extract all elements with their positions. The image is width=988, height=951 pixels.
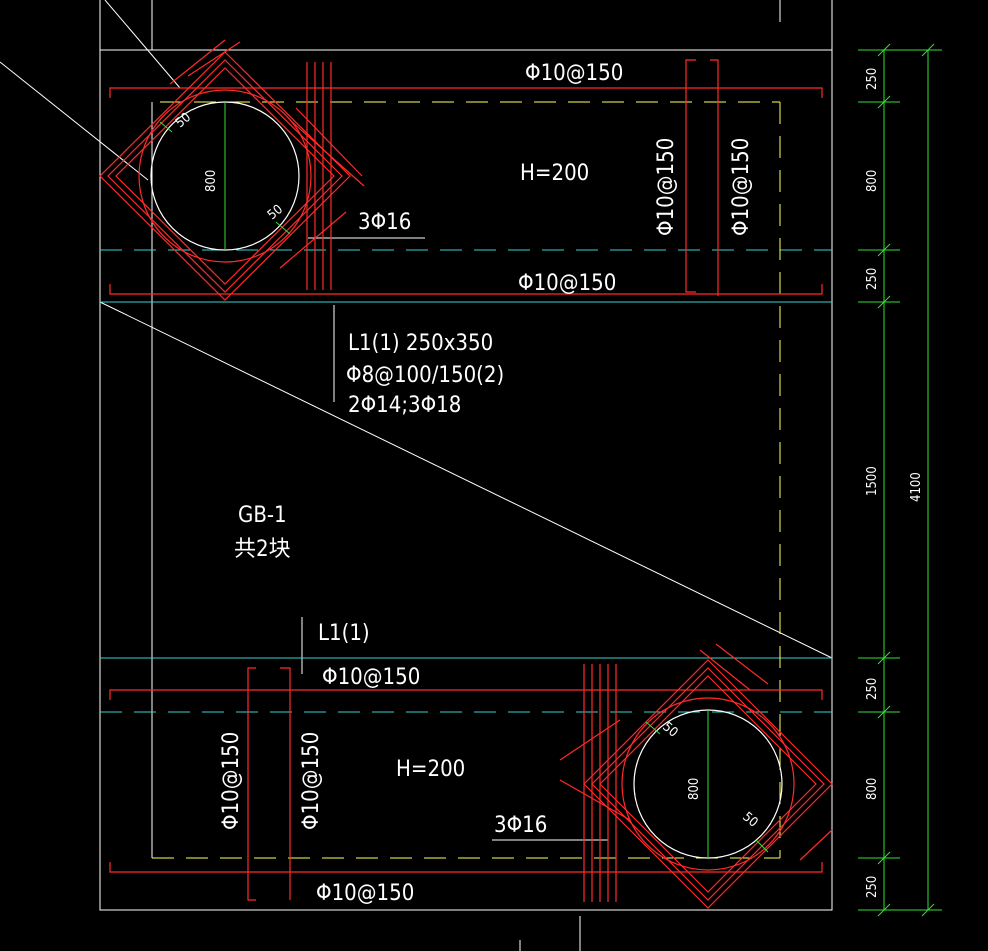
bottom-hole-diameter-label: 800 [687, 778, 702, 800]
dim-seg-4: 1500 [865, 466, 880, 496]
top-hole-offset-1-label: 50 [173, 110, 194, 131]
bottom-slab-rebar-side-2-label: Φ10@150 [299, 732, 324, 830]
plate-count-label: 共2块 [234, 537, 291, 562]
dim-seg-6: 800 [865, 778, 880, 800]
plate-outline [99, 49, 833, 911]
top-slab-bars-label: 3Φ16 [358, 210, 411, 235]
top-slab-thickness-label: H=200 [520, 161, 589, 186]
top-slab-rebar-side-1-label: Φ10@150 [654, 138, 679, 236]
hole-dimension-lines [159, 102, 769, 858]
bottom-hole-offset-1-label: 50 [659, 720, 680, 741]
plate-name-label: GB-1 [238, 503, 287, 528]
rebar-lines [99, 39, 833, 909]
beam-label-2: L1(1) [318, 621, 370, 646]
top-hole-offset-2-label: 50 [265, 202, 286, 223]
bottom-hole-offset-2-label: 50 [739, 810, 760, 831]
dim-seg-1: 250 [865, 68, 880, 90]
bottom-slab-rebar-top-label: Φ10@150 [322, 665, 420, 690]
leader-line [104, 0, 181, 89]
bottom-slab-bars-label: 3Φ16 [494, 813, 547, 838]
bottom-slab-rebar-bottom-label: Φ10@150 [316, 881, 414, 906]
dim-seg-3: 250 [865, 268, 880, 290]
top-hole-diameter-label: 800 [204, 170, 219, 192]
dim-total: 4100 [909, 472, 924, 502]
leader-line [0, 61, 149, 181]
dim-seg-2: 800 [865, 170, 880, 192]
top-slab-rebar-side-2-label: Φ10@150 [729, 138, 754, 236]
top-slab-rebar-bottom-label: Φ10@150 [518, 271, 616, 296]
bottom-slab-rebar-side-1-label: Φ10@150 [219, 732, 244, 830]
dim-seg-5: 250 [865, 678, 880, 700]
cyan-axis-lines [100, 249, 832, 713]
dim-seg-7: 250 [865, 876, 880, 898]
outline-lines [0, 0, 833, 951]
beam-label-line-3: 2Φ14;3Φ18 [348, 393, 461, 418]
beam-label-line-1: L1(1) 250x350 [348, 331, 493, 356]
beam-label-line-2: Φ8@100/150(2) [346, 363, 504, 388]
dimension-chain [858, 43, 942, 917]
top-slab-rebar-top-label: Φ10@150 [525, 61, 623, 86]
opening-diagonal [99, 301, 833, 659]
bottom-slab-thickness-label: H=200 [396, 757, 465, 782]
